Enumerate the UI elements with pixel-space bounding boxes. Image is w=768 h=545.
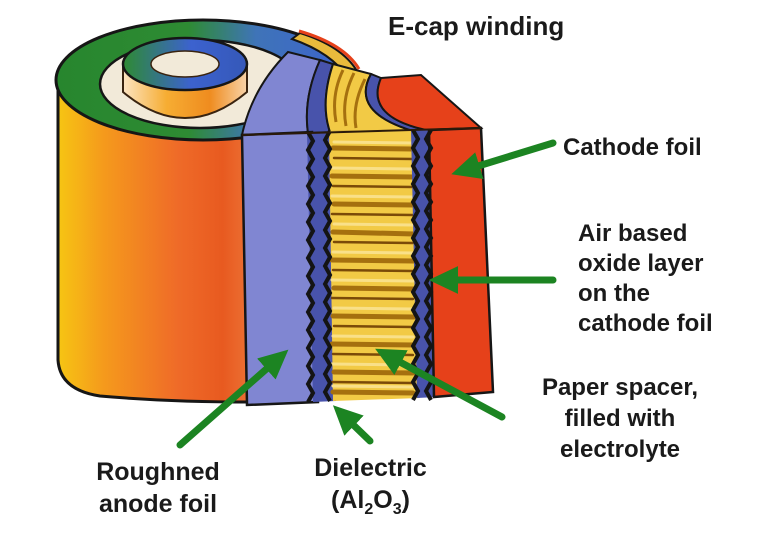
anode-label-line1: Roughned	[96, 458, 220, 486]
oxide-label-line3: on the	[578, 280, 650, 307]
anode-foil-sheet	[240, 130, 320, 407]
paper-oxide-wavy-edge	[410, 129, 421, 401]
paper-wrap-stripes	[333, 69, 367, 129]
sheet-crease-line	[241, 127, 482, 136]
anode-label-line2: anode foil	[98, 490, 218, 518]
dielectric-paper-wavy-edge	[322, 130, 333, 402]
paper-arrow	[375, 348, 506, 421]
cathode-arrow	[451, 139, 557, 180]
paper-spacer-sheet	[329, 130, 420, 401]
dielectric-label-name: Dielectric	[314, 454, 427, 482]
anode-foil-label: Roughned anode foil	[63, 456, 253, 520]
cathode-foil-wrap	[376, 73, 484, 133]
oxide-label-line4: cathode foil	[578, 310, 713, 337]
dielectric-label: Dielectric (Al2O3)	[293, 452, 448, 526]
core-hole	[150, 50, 220, 78]
paper-stripes-light	[330, 140, 415, 389]
oxide-label-line2: oxide layer	[578, 250, 704, 277]
oxide-cathode-wavy-edge	[423, 129, 434, 401]
paper-label-line3: electrolyte	[559, 436, 681, 463]
dielectric-arrow	[332, 405, 374, 445]
dielectric-label-formula: (Al2O3)	[331, 486, 410, 518]
oxide-layer-label: Air based oxide layer on the cathode foi…	[578, 219, 713, 339]
cathode-foil-label: Cathode foil	[563, 134, 702, 161]
paper-label-line1: Paper spacer,	[541, 374, 699, 401]
cathode-edge-sliver	[298, 29, 361, 70]
callout-arrows	[176, 139, 557, 449]
anode-arrow	[176, 349, 289, 449]
paper-stripes-dark	[330, 156, 415, 385]
paper-label-line2: filled with	[564, 405, 676, 432]
diagram-title: E-cap winding	[388, 11, 565, 41]
paper-stripes-brown	[329, 145, 417, 396]
oxide-label-line1: Air based	[578, 220, 688, 247]
paper-spacer-label: Paper spacer, filled with electrolyte	[520, 372, 720, 465]
anode-dielectric-wavy-edge	[305, 131, 316, 403]
